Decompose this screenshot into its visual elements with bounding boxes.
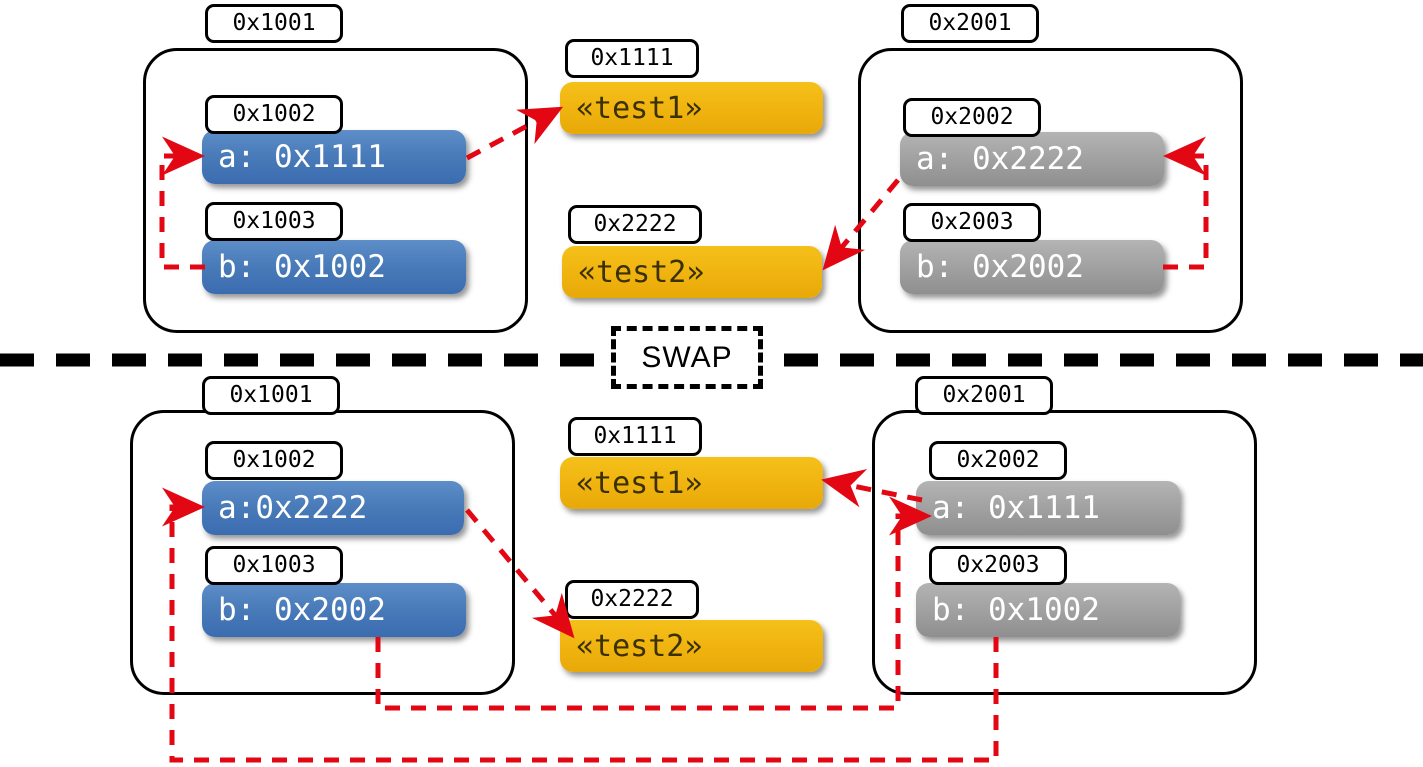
after-heap0-address: 0x1111	[568, 417, 702, 456]
swap-label: SWAP	[641, 340, 733, 374]
before-right-cell1-value[interactable]: b: 0x2002	[900, 240, 1164, 294]
after-left-cell0-value[interactable]: a:0x2222	[202, 481, 464, 535]
after-left-cell1-value[interactable]: b: 0x2002	[202, 583, 466, 637]
before-right-cell1-address: 0x2003	[903, 203, 1041, 242]
after-right-cell0-value[interactable]: a: 0x1111	[916, 481, 1180, 535]
after-left-region-address: 0x1001	[202, 376, 340, 415]
after-heap1-value[interactable]: «test2»	[560, 620, 823, 672]
before-left-cell0-value[interactable]: a: 0x1111	[202, 130, 466, 184]
after-heap0-value[interactable]: «test1»	[560, 457, 823, 509]
before-left-cell1-address: 0x1003	[205, 202, 343, 241]
before-right-cell0-address: 0x2002	[903, 98, 1041, 137]
after-heap1-address: 0x2222	[565, 580, 699, 619]
after-right-cell1-value[interactable]: b: 0x1002	[916, 583, 1180, 637]
after-right-cell0-address: 0x2002	[929, 441, 1067, 480]
swap-divider-badge: SWAP	[611, 326, 763, 389]
after-right-cell1-address: 0x2003	[929, 546, 1067, 585]
before-heap0-address: 0x1111	[565, 39, 699, 78]
before-right-region-address: 0x2001	[901, 4, 1039, 43]
before-heap1-value[interactable]: «test2»	[562, 246, 822, 298]
after-right-region-address: 0x2001	[915, 376, 1053, 415]
before-left-region-address: 0x1001	[205, 4, 343, 43]
before-left-cell0-address: 0x1002	[205, 95, 343, 134]
before-right-cell0-value[interactable]: a: 0x2222	[900, 132, 1164, 186]
before-heap0-value[interactable]: «test1»	[560, 82, 823, 134]
after-left-cell0-address: 0x1002	[205, 441, 343, 480]
before-left-cell1-value[interactable]: b: 0x1002	[202, 240, 466, 294]
before-heap1-address: 0x2222	[568, 205, 702, 244]
after-left-cell1-address: 0x1003	[205, 546, 343, 585]
